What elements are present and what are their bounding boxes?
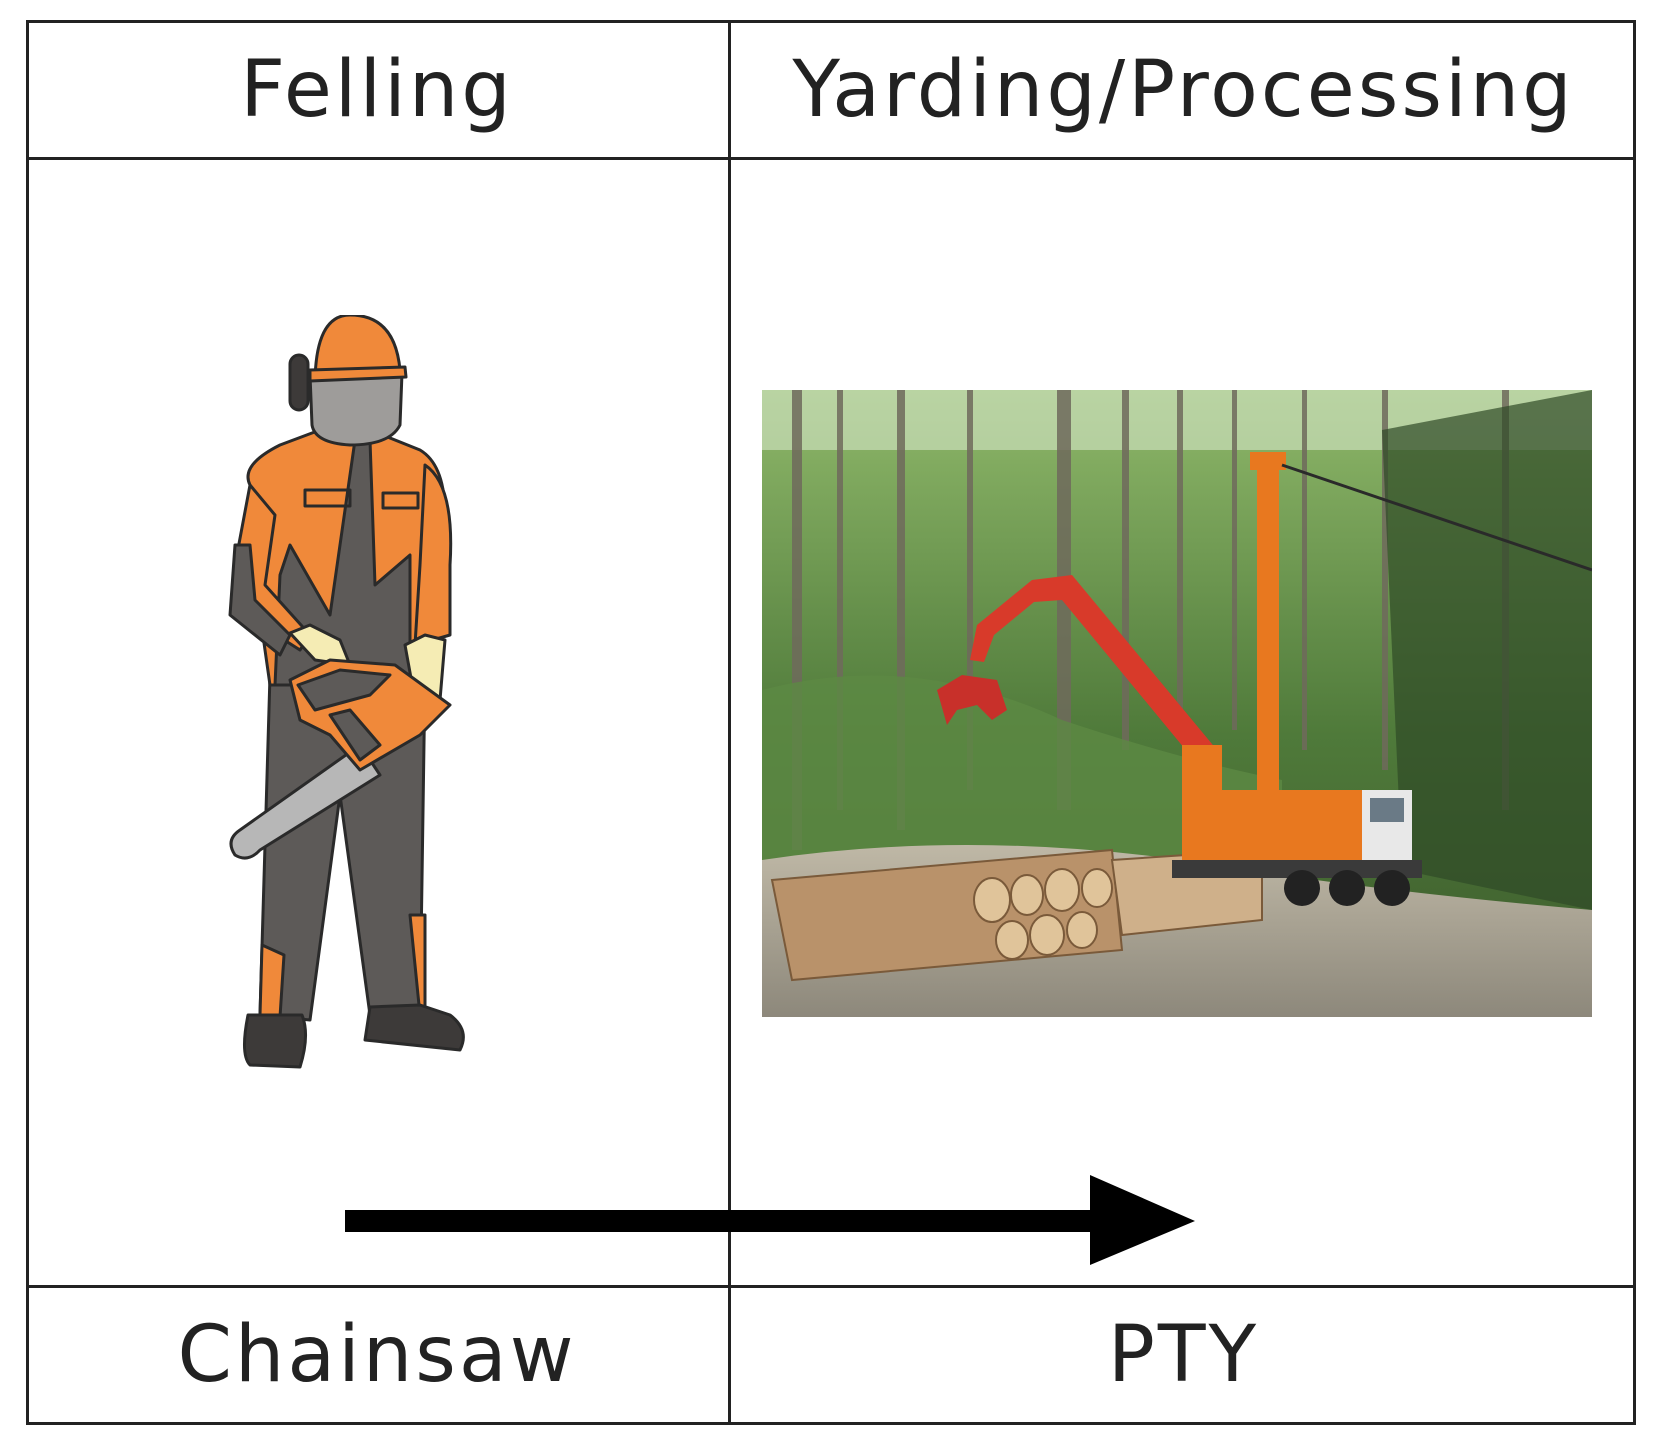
process-flow-arrow [345, 1175, 1195, 1265]
header-divider [26, 157, 1636, 160]
footer-chainsaw: Chainsaw [177, 1310, 577, 1400]
footer-divider [26, 1285, 1636, 1288]
header-felling: Felling [240, 45, 514, 135]
header-yarding-processing: Yarding/Processing [792, 45, 1575, 135]
footer-pty: PTY [1107, 1310, 1260, 1400]
chainsaw-worker-illustration [228, 315, 465, 1069]
column-divider [728, 20, 731, 1425]
processor-truck-photo [762, 390, 1592, 1017]
diagram-frame [26, 20, 1636, 1425]
